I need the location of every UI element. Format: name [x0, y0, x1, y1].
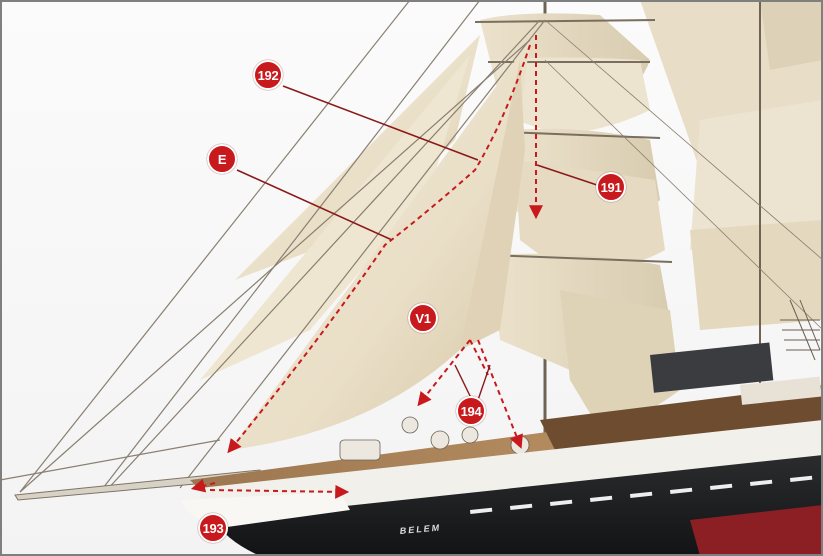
- callout-192: 192: [253, 60, 283, 90]
- callout-E: E: [207, 144, 237, 174]
- callout-191: 191: [596, 172, 626, 202]
- callout-193: 193: [198, 513, 228, 543]
- callout-V1: V1: [408, 303, 438, 333]
- callout-194: 194: [456, 396, 486, 426]
